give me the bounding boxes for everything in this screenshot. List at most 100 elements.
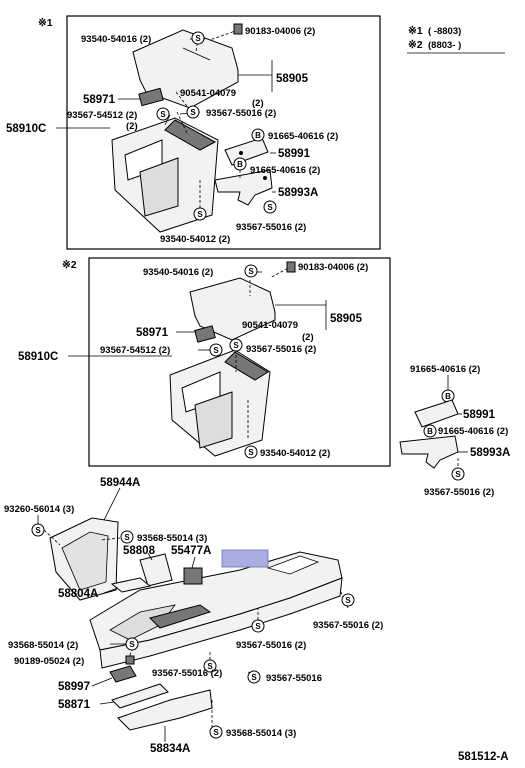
svg-text:S: S xyxy=(248,448,254,457)
box2-label-screw-left: 93567-54512 (2) xyxy=(100,345,170,356)
side-bracket-58993A xyxy=(399,435,459,469)
part-58804A xyxy=(110,577,152,593)
svg-text:B: B xyxy=(255,131,261,140)
label-93568-a: 93568-55014 (3) xyxy=(137,533,207,544)
svg-text:S: S xyxy=(129,640,135,649)
label-93260: 93260-56014 (3) xyxy=(4,504,74,515)
box1-label-bolt-2: 91665-40616 (2) xyxy=(250,165,320,176)
box1-label-screw-mid: 93567-55016 (2) xyxy=(206,108,276,119)
lower-screw-icon-9326 xyxy=(31,523,45,537)
box1-label-bolt-1: 91665-40616 (2) xyxy=(268,131,338,142)
box1-bolt-icon-1 xyxy=(251,128,265,142)
box1-label-pad-qty: (2) xyxy=(252,98,264,109)
box1-label-58991: 58991 xyxy=(278,148,311,160)
svg-text:S: S xyxy=(35,526,41,535)
svg-text:B: B xyxy=(237,160,243,169)
box2-screw-icon-left xyxy=(209,343,223,357)
box1-hinge-part xyxy=(138,87,164,107)
svg-text:S: S xyxy=(207,662,213,671)
svg-text:S: S xyxy=(190,108,196,117)
legend-mark-1: ※1 xyxy=(408,25,423,37)
svg-text:S: S xyxy=(255,622,261,631)
box2-label-clip-top: 90183-04006 (2) xyxy=(298,262,368,273)
label-58944A: 58944A xyxy=(100,477,140,489)
lower-screw-icon-93567r xyxy=(341,593,355,607)
diagram-number: 581512-A xyxy=(458,751,509,763)
svg-text:S: S xyxy=(197,210,203,219)
label-93567-e: 93567-55016 xyxy=(266,673,322,684)
box2-hinge-part xyxy=(194,325,216,343)
svg-text:B: B xyxy=(445,392,451,401)
label-93568-c: 93568-55014 (3) xyxy=(226,728,296,739)
side-label-58993A: 58993A xyxy=(470,447,510,459)
label-55477A: 55477A xyxy=(171,545,211,557)
box2-screw-icon-mid xyxy=(229,338,243,352)
box1-bolt-icon-2 xyxy=(233,157,247,171)
box1: ※1 S xyxy=(6,15,381,250)
box1-screw-icon-bot xyxy=(193,207,207,221)
box1-label-pad: 90541-04079 xyxy=(180,88,236,99)
svg-text:S: S xyxy=(233,341,239,350)
svg-text:S: S xyxy=(213,346,219,355)
label-93567-d: 93567-55016 (2) xyxy=(152,668,222,679)
highlight-box[interactable] xyxy=(221,549,269,568)
lower-screw-icon-93568a xyxy=(120,530,134,544)
part-58871 xyxy=(111,683,169,709)
box1-label-58993A: 58993A xyxy=(278,187,318,199)
box1-bracket-58991 xyxy=(224,137,269,166)
side-label-58991: 58991 xyxy=(463,409,496,421)
lower-screw-icon-93568c xyxy=(209,725,223,739)
part-55477A xyxy=(183,567,203,585)
box1-label-clip-top: 90183-04006 (2) xyxy=(245,26,315,37)
part-58808 xyxy=(139,553,173,587)
box1-label-screw-bot: 93567-55016 (2) xyxy=(236,222,306,233)
side-bracket-58991 xyxy=(414,399,459,428)
box1-mark: ※1 xyxy=(38,17,53,29)
legend: ※1 ( -8803) ※2 (8803- ) xyxy=(407,25,505,54)
box2-screw-icon-bot xyxy=(244,445,258,459)
box1-label-58910C: 58910C xyxy=(6,123,46,135)
box2-label-58910C: 58910C xyxy=(18,351,58,363)
label-58997: 58997 xyxy=(58,681,90,693)
box2-label-screw-top: 93540-54016 (2) xyxy=(143,267,213,278)
label-93568-b: 93568-55014 (2) xyxy=(8,640,78,651)
svg-text:S: S xyxy=(160,110,166,119)
side-parts: B B S 91665-40616 (2) 58991 91665-40616 … xyxy=(399,364,510,498)
legend-mark-2: ※2 xyxy=(408,39,423,51)
box1-frame xyxy=(66,15,381,250)
label-58871: 58871 xyxy=(58,699,91,711)
box2-label-screw-bot: 93540-54012 (2) xyxy=(260,448,330,459)
svg-text:S: S xyxy=(267,203,273,212)
lower-screw-icon-93568b xyxy=(125,637,139,651)
side-label-bolt-2: 91665-40616 (2) xyxy=(438,426,508,437)
box2: ※2 S S S S 93540-54016 (2) xyxy=(18,257,391,467)
side-label-screw: 93567-55016 (2) xyxy=(424,487,494,498)
box1-label-screw-left: 93567-54512 (2) xyxy=(67,110,137,121)
svg-text:B: B xyxy=(427,427,433,436)
legend-range-2: (8803- ) xyxy=(428,40,461,51)
svg-text:S: S xyxy=(195,34,201,43)
label-90189: 90189-05024 (2) xyxy=(14,656,84,667)
box2-screw-icon-top xyxy=(244,264,258,278)
box2-label-screw-mid: 93567-55016 (2) xyxy=(246,344,316,355)
label-58834A: 58834A xyxy=(150,743,190,755)
svg-text:S: S xyxy=(213,728,219,737)
label-93567-c: 93567-55016 (2) xyxy=(236,640,306,651)
box1-label-screw-left-qty: (2) xyxy=(126,121,138,132)
box1-label-58905: 58905 xyxy=(276,73,309,85)
lower-clip-icon xyxy=(125,655,135,665)
box1-label-screw-top: 93540-54016 (2) xyxy=(81,34,151,45)
svg-text:S: S xyxy=(251,673,257,682)
label-93567-r: 93567-55016 (2) xyxy=(313,620,383,631)
box1-label-58971: 58971 xyxy=(83,94,116,106)
side-label-bolt-1: 91665-40616 (2) xyxy=(410,364,480,375)
svg-text:S: S xyxy=(345,596,351,605)
label-58804A: 58804A xyxy=(58,588,98,600)
label-58808: 58808 xyxy=(123,545,156,557)
box1-screw-icon-left xyxy=(156,107,170,121)
box1-bracket-58993A xyxy=(214,169,273,206)
box1-screw-icon-top xyxy=(191,31,205,45)
side-bolt-icon-2 xyxy=(423,424,437,438)
svg-text:S: S xyxy=(124,533,130,542)
